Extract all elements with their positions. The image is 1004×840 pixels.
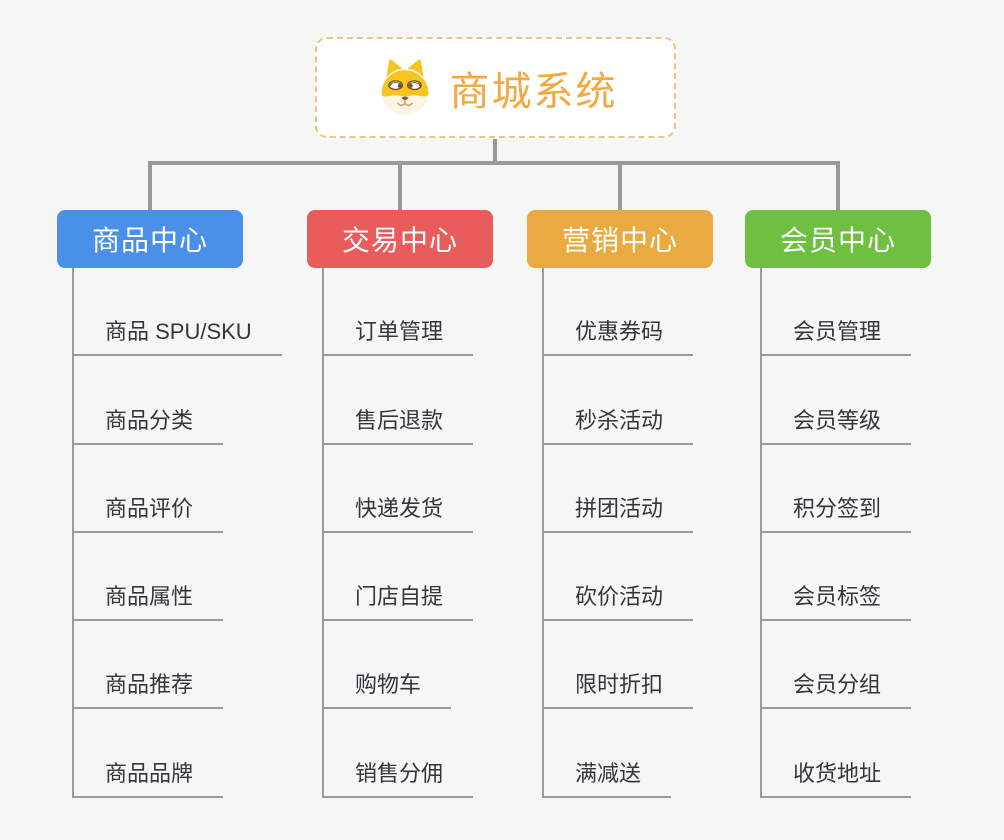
subtopic-label[interactable]: 拼团活动 — [542, 491, 694, 533]
subtopic-label[interactable]: 积分签到 — [760, 491, 912, 533]
connector-spine-marketing-center — [542, 268, 544, 798]
connector-spine-trade-center — [322, 268, 324, 798]
connector-branch-drop-marketing-center — [618, 163, 622, 210]
subtopic-label[interactable]: 优惠券码 — [542, 314, 694, 357]
subtopic-label[interactable]: 商品推荐 — [72, 667, 224, 710]
branch-node-trade-center[interactable]: 交易中心 — [307, 210, 493, 268]
subtopic-label[interactable]: 收货地址 — [760, 756, 912, 798]
subtopic-label[interactable]: 门店自提 — [322, 579, 474, 622]
subtopic-label[interactable]: 会员标签 — [760, 579, 912, 622]
connector-spine-product-center — [72, 268, 74, 798]
connector-branch-drop-member-center — [836, 163, 840, 210]
subtopic-label[interactable]: 会员管理 — [760, 314, 912, 357]
subtopic-label[interactable]: 商品 SPU/SKU — [72, 314, 282, 357]
connector-spine-member-center — [760, 268, 762, 798]
subtopic-label[interactable]: 订单管理 — [322, 314, 474, 357]
subtopic-label[interactable]: 购物车 — [322, 667, 452, 710]
subtopic-label[interactable]: 商品品牌 — [72, 756, 224, 798]
subtopic-label[interactable]: 商品评价 — [72, 491, 224, 533]
connector-branch-drop-trade-center — [398, 163, 402, 210]
connector-branch-drop-product-center — [148, 163, 152, 210]
subtopic-label[interactable]: 限时折扣 — [542, 667, 694, 710]
subtopic-label[interactable]: 商品分类 — [72, 403, 224, 445]
dog-face-icon — [381, 59, 428, 115]
root-topic[interactable]: 商城系统 — [315, 37, 676, 138]
subtopic-label[interactable]: 满减送 — [542, 756, 672, 798]
branch-node-product-center[interactable]: 商品中心 — [57, 210, 243, 268]
subtopic-label[interactable]: 商品属性 — [72, 579, 224, 622]
subtopic-label[interactable]: 销售分佣 — [322, 756, 474, 798]
subtopic-label[interactable]: 砍价活动 — [542, 579, 694, 622]
subtopic-label[interactable]: 售后退款 — [322, 403, 474, 445]
connector-root-drop — [493, 139, 497, 163]
subtopic-label[interactable]: 会员等级 — [760, 403, 912, 445]
subtopic-label[interactable]: 会员分组 — [760, 667, 912, 710]
branch-node-marketing-center[interactable]: 营销中心 — [527, 210, 713, 268]
branch-node-member-center[interactable]: 会员中心 — [745, 210, 931, 268]
connector-rail — [148, 161, 840, 165]
subtopic-label[interactable]: 秒杀活动 — [542, 403, 694, 445]
subtopic-label[interactable]: 快递发货 — [322, 491, 474, 533]
root-topic-title: 商城系统 — [449, 69, 618, 114]
